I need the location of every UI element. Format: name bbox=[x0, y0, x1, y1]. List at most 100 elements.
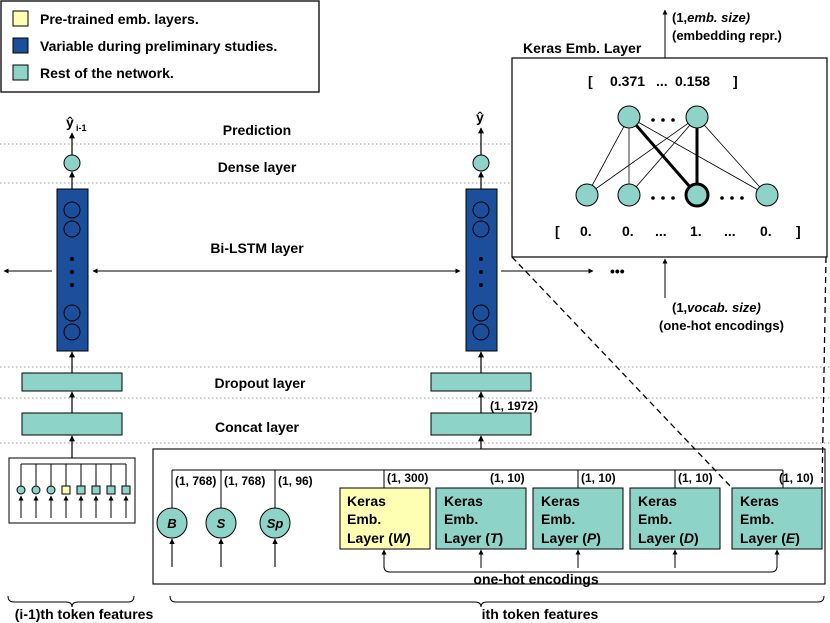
prev-feature-emb-node bbox=[121, 485, 131, 495]
emb-box-d-line2: Emb. bbox=[638, 511, 672, 527]
inset-input-node bbox=[575, 183, 599, 207]
inset-connections bbox=[586, 116, 768, 196]
emb-box-p-line1: Keras bbox=[541, 493, 580, 509]
curr-lstm-dot bbox=[479, 270, 483, 274]
inset-onehot-dots1: ... bbox=[655, 223, 667, 239]
emb-box-t-line3: Layer (T) bbox=[444, 530, 503, 546]
curr-lstm-cell bbox=[472, 323, 490, 341]
lstm-continuation-ellipsis: ••• bbox=[610, 263, 625, 279]
emb-box-w-line3: Layer (W) bbox=[347, 530, 411, 546]
inset-dot bbox=[661, 118, 665, 122]
inset-onehot-v4: 0. bbox=[760, 223, 772, 239]
prev-lstm-cell bbox=[63, 323, 81, 341]
input-label-sp: Sp bbox=[267, 516, 284, 531]
brace-curr-token bbox=[169, 595, 825, 608]
layer-label-concat: Concat layer bbox=[215, 419, 300, 435]
prev-feature-nodes bbox=[16, 464, 131, 518]
prev-lstm-cell bbox=[63, 201, 81, 219]
prev-token-features-label: (i-1)th token features bbox=[15, 606, 154, 622]
column-prev-token: ŷ i-1 bbox=[21, 114, 123, 464]
zoom-line-left bbox=[511, 256, 733, 489]
inset-top-dim: (1,emb. size) bbox=[672, 10, 750, 25]
one-hot-bracket-line bbox=[383, 565, 778, 573]
inset-input-node-active bbox=[684, 182, 710, 208]
emb-box-w-frame bbox=[339, 487, 431, 550]
legend-label-pretrained: Pre-trained emb. layers. bbox=[40, 11, 199, 27]
inset-dot bbox=[671, 196, 675, 200]
input-node-s bbox=[205, 507, 237, 539]
input-label-s: S bbox=[217, 516, 226, 531]
emb-box-t-line2: Emb. bbox=[444, 511, 478, 527]
layer-label-dropout: Dropout layer bbox=[214, 375, 306, 391]
inset-onehot-v3: 1. bbox=[690, 223, 702, 239]
layer-label-prediction: Prediction bbox=[223, 122, 291, 138]
layer-separators bbox=[0, 143, 830, 444]
legend-frame bbox=[0, 0, 320, 93]
one-hot-encodings-label: one-hot encodings bbox=[473, 571, 598, 587]
curr-prediction-symbol: ŷ bbox=[476, 109, 484, 125]
inset-top-caption: (embedding repr.) bbox=[672, 28, 782, 43]
inset-vector-first: 0.371 bbox=[610, 73, 645, 89]
emb-layer-inset: (1,emb. size) (embedding repr.) Keras Em… bbox=[511, 9, 828, 333]
inset-edge-active bbox=[627, 116, 699, 196]
prev-feature-node bbox=[16, 485, 26, 495]
emb-box-e-line2: Emb. bbox=[740, 511, 774, 527]
emb-box-t-frame bbox=[435, 487, 527, 550]
dim-label-e: (1, 10) bbox=[779, 471, 814, 485]
inset-onehot-v1: 0. bbox=[580, 223, 592, 239]
emb-box-p: Keras Emb. Layer (P) bbox=[532, 487, 624, 550]
legend-label-rest: Rest of the network. bbox=[40, 65, 174, 81]
prev-feature-emb-node bbox=[106, 485, 116, 495]
prev-lstm-dot bbox=[70, 257, 74, 261]
prev-dropout-box bbox=[21, 372, 123, 392]
curr-dropout-box bbox=[430, 372, 532, 392]
emb-box-w-line2: Emb. bbox=[347, 511, 381, 527]
prev-feature-frame bbox=[8, 457, 136, 524]
prev-feature-emb-node bbox=[76, 485, 86, 495]
brace-prev-token bbox=[7, 595, 135, 608]
prev-prediction-symbol: ŷ bbox=[66, 114, 74, 130]
prev-lstm-cell bbox=[63, 220, 81, 238]
emb-box-t-line1: Keras bbox=[444, 493, 483, 509]
inset-dot bbox=[740, 196, 744, 200]
input-node-b bbox=[156, 507, 188, 539]
curr-lstm-dot bbox=[479, 257, 483, 261]
inset-bottom-dim: (1,vocab. size) bbox=[672, 300, 761, 315]
legend: Pre-trained emb. layers. Variable during… bbox=[0, 0, 320, 93]
inset-vector-last: 0.158 bbox=[675, 73, 710, 89]
curr-token-features-label: ith token features bbox=[482, 606, 599, 622]
prev-lstm-dot bbox=[70, 283, 74, 287]
emb-box-e-line1: Keras bbox=[740, 493, 779, 509]
input-node-sp bbox=[259, 507, 291, 539]
inset-onehot-v2: 0. bbox=[622, 223, 634, 239]
prev-prediction-subscript: i-1 bbox=[76, 123, 87, 133]
emb-box-d: Keras Emb. Layer (D) bbox=[629, 487, 721, 550]
curr-lstm-cell bbox=[472, 304, 490, 322]
prev-lstm-dot bbox=[70, 270, 74, 274]
dim-label-d: (1, 10) bbox=[678, 471, 713, 485]
prev-dense-node bbox=[63, 154, 81, 172]
inset-output-node bbox=[617, 105, 641, 129]
inset-vector-open: [ bbox=[588, 73, 593, 89]
emb-box-e: Keras Emb. Layer (E) bbox=[731, 487, 823, 550]
emb-box-d-frame bbox=[629, 487, 721, 550]
concat-output-dim: (1, 1972) bbox=[490, 399, 538, 413]
dim-label-b: (1, 768) bbox=[175, 474, 216, 488]
inset-edge bbox=[696, 116, 768, 196]
prev-feature-node bbox=[31, 485, 41, 495]
emb-box-e-frame bbox=[731, 487, 823, 550]
inset-onehot-close: ] bbox=[796, 223, 801, 239]
legend-swatch-rest bbox=[12, 64, 29, 81]
inset-dot bbox=[720, 196, 724, 200]
curr-lstm-dot bbox=[479, 283, 483, 287]
prev-feature-box bbox=[8, 457, 136, 524]
dim-label-p: (1, 10) bbox=[581, 471, 616, 485]
column-curr-token: ŷ (1, 1972) bbox=[430, 109, 538, 470]
prev-feature-emb-node bbox=[91, 485, 101, 495]
emb-box-w-line1: Keras bbox=[347, 493, 386, 509]
emb-box-d-line1: Keras bbox=[638, 493, 677, 509]
inset-title: Keras Emb. Layer bbox=[523, 40, 642, 56]
emb-box-p-line3: Layer (P) bbox=[541, 530, 601, 546]
input-label-b: B bbox=[167, 516, 176, 531]
